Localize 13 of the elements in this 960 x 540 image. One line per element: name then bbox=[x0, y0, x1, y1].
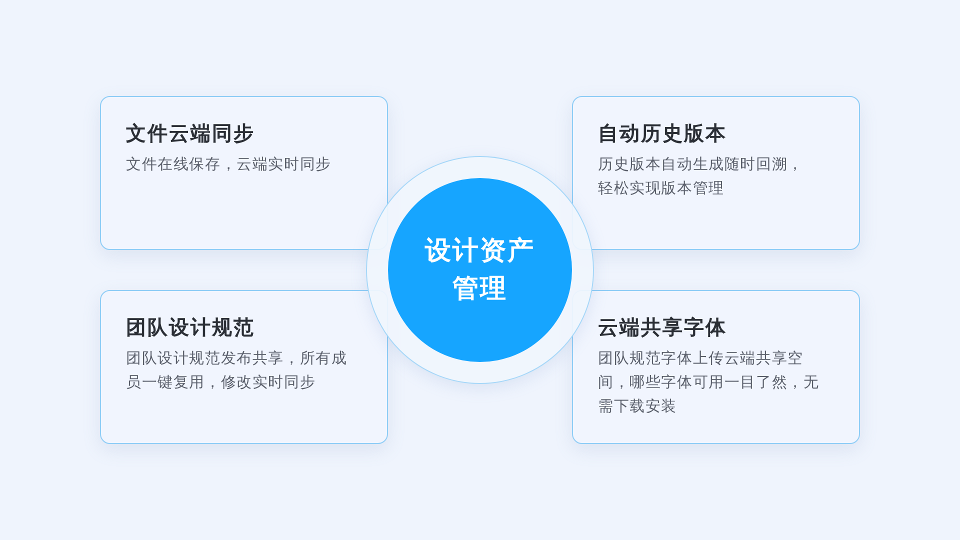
card-title: 自动历史版本 bbox=[598, 120, 727, 147]
card-title: 团队设计规范 bbox=[126, 314, 255, 341]
feature-card bbox=[100, 96, 388, 250]
card-description: 文件在线保存，云端实时同步 bbox=[126, 154, 332, 175]
feature-card bbox=[100, 290, 388, 444]
hub-label: 设计资产管理 bbox=[424, 235, 536, 306]
feature-card bbox=[572, 96, 860, 250]
card-description: 团队规范字体上传云端共享空间，哪些字体可用一目了然，无需下载安装 bbox=[598, 348, 820, 417]
card-title: 云端共享字体 bbox=[598, 314, 727, 341]
card-description: 历史版本自动生成随时回溯，轻松实现版本管理 bbox=[598, 154, 804, 199]
card-description: 团队设计规范发布共享，所有成员一键复用，修改实时同步 bbox=[126, 348, 348, 393]
card-title: 文件云端同步 bbox=[126, 120, 255, 147]
feature-card bbox=[572, 290, 860, 444]
